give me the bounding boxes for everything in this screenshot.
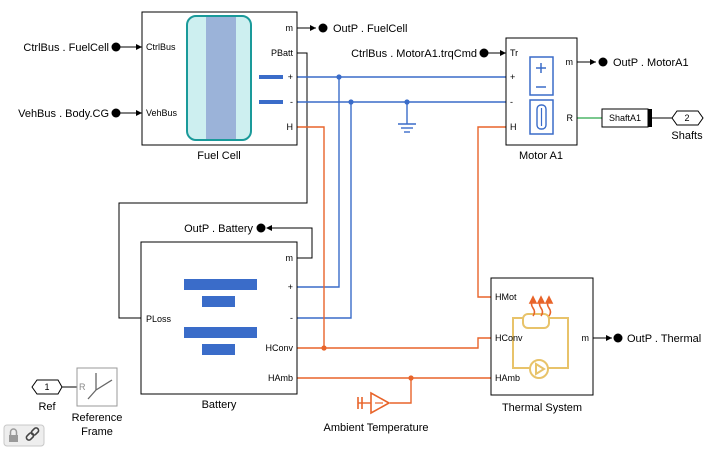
ref-inport[interactable]: 1 — [31, 379, 77, 395]
battery-bar-icon — [184, 327, 257, 338]
wire-batt-plus[interactable] — [297, 77, 340, 288]
fuel-cell-label: Fuel Cell — [197, 150, 240, 162]
svg-text:2: 2 — [684, 113, 689, 123]
svg-text:HAmb: HAmb — [268, 373, 293, 383]
junction-dot — [336, 74, 342, 80]
ref-label: Ref — [38, 401, 56, 413]
motor-label: Motor A1 — [519, 150, 563, 162]
svg-text:OutP . Battery: OutP . Battery — [184, 223, 253, 235]
svg-text:-: - — [290, 97, 293, 107]
goto-tag-out-thermal[interactable]: OutP . Thermal — [606, 333, 701, 345]
reference-frame-label-line1: Reference — [72, 412, 123, 424]
from-tag-ctrl-motor[interactable]: CtrlBus . MotorA1.trqCmd — [351, 48, 506, 60]
svg-text:+: + — [288, 72, 293, 82]
shaft-goto-block[interactable]: ShaftA1 — [601, 108, 672, 128]
lock-icon — [9, 428, 18, 442]
svg-text:m: m — [582, 333, 590, 343]
goto-tag-out-fuelcell[interactable]: OutP . FuelCell — [310, 23, 407, 35]
junction-dot — [404, 99, 410, 105]
svg-text:PLoss: PLoss — [146, 314, 172, 324]
wire-ambient[interactable] — [390, 378, 412, 404]
fc-minus-terminal — [259, 100, 283, 104]
fc-plus-terminal — [259, 75, 283, 79]
goto-tag-out-motor[interactable]: OutP . MotorA1 — [590, 57, 689, 69]
svg-text:m: m — [286, 23, 294, 33]
svg-text:CtrlBus . FuelCell: CtrlBus . FuelCell — [23, 42, 109, 54]
svg-text:HMot: HMot — [495, 292, 517, 302]
svg-text:OutP . FuelCell: OutP . FuelCell — [333, 23, 407, 35]
svg-text:ShaftA1: ShaftA1 — [609, 113, 641, 123]
svg-text:HAmb: HAmb — [495, 373, 520, 383]
reference-frame-block[interactable]: R — [76, 367, 118, 407]
svg-text:1: 1 — [44, 382, 49, 392]
svg-text:VehBus . Body.CG: VehBus . Body.CG — [18, 108, 109, 120]
thermal-system-block[interactable]: HMot HConv HAmb m — [490, 277, 594, 396]
svg-text:PBatt: PBatt — [271, 48, 294, 58]
svg-text:+: + — [288, 282, 293, 292]
battery-bar-icon — [202, 296, 235, 307]
svg-text:HConv: HConv — [495, 333, 523, 343]
heat-flow-icon — [528, 295, 554, 317]
junction-dot — [408, 375, 414, 381]
shafts-outport[interactable]: 2 — [671, 110, 704, 126]
motor-block[interactable]: Tr + - H m R — [505, 37, 578, 146]
svg-text:VehBus: VehBus — [146, 108, 178, 118]
svg-text:Tr: Tr — [510, 48, 518, 58]
battery-block[interactable]: PLoss m + - HConv HAmb — [140, 241, 298, 395]
svg-text:-: - — [510, 97, 513, 107]
svg-text:HConv: HConv — [265, 343, 293, 353]
svg-text:OutP . MotorA1: OutP . MotorA1 — [613, 57, 689, 69]
svg-text:H: H — [287, 122, 294, 132]
svg-text:CtrlBus: CtrlBus — [146, 42, 176, 52]
shafts-label: Shafts — [671, 130, 703, 142]
battery-bar-icon — [202, 344, 235, 355]
link-icon — [25, 427, 40, 441]
wire-pbatt[interactable] — [118, 52, 308, 319]
from-tag-veh-body[interactable]: VehBus . Body.CG — [18, 108, 142, 120]
svg-text:m: m — [286, 253, 294, 263]
fuel-cell-stack-icon — [206, 17, 236, 139]
heat-exchanger-icon — [512, 313, 569, 379]
svg-text:OutP . Thermal: OutP . Thermal — [627, 333, 701, 345]
lock-link-status[interactable] — [3, 424, 45, 447]
svg-text:+: + — [510, 72, 515, 82]
svg-text:H: H — [510, 122, 517, 132]
battery-label: Battery — [202, 399, 237, 411]
ambient-temperature-block[interactable] — [357, 391, 391, 415]
battery-symbol-icon — [529, 56, 554, 96]
axes-icon — [87, 373, 113, 400]
from-tag-ctrl-fuelcell[interactable]: CtrlBus . FuelCell — [23, 42, 142, 54]
ground-icon — [398, 123, 416, 133]
fuel-cell-block[interactable]: CtrlBus VehBus m PBatt + - H — [141, 11, 298, 146]
reference-frame-label-line2: Frame — [81, 426, 113, 438]
junction-dot — [348, 99, 354, 105]
thermal-system-label: Thermal System — [502, 402, 582, 414]
wire-fc-heat[interactable] — [297, 126, 325, 349]
battery-bar-icon — [184, 279, 257, 290]
wire-out-battery[interactable] — [270, 227, 313, 259]
svg-text:R: R — [567, 113, 574, 123]
wire-motor-heat[interactable] — [477, 126, 506, 298]
junction-dot — [321, 345, 327, 351]
svg-text:m: m — [566, 57, 574, 67]
ambient-temperature-label: Ambient Temperature — [324, 422, 429, 434]
svg-text:-: - — [290, 313, 293, 323]
svg-text:R: R — [79, 382, 86, 392]
wire-batt-minus[interactable] — [297, 102, 352, 319]
svg-text:CtrlBus . MotorA1.trqCmd: CtrlBus . MotorA1.trqCmd — [351, 48, 477, 60]
wire-hconv[interactable] — [324, 337, 491, 349]
goto-tag-out-battery[interactable]: OutP . Battery — [184, 223, 272, 235]
